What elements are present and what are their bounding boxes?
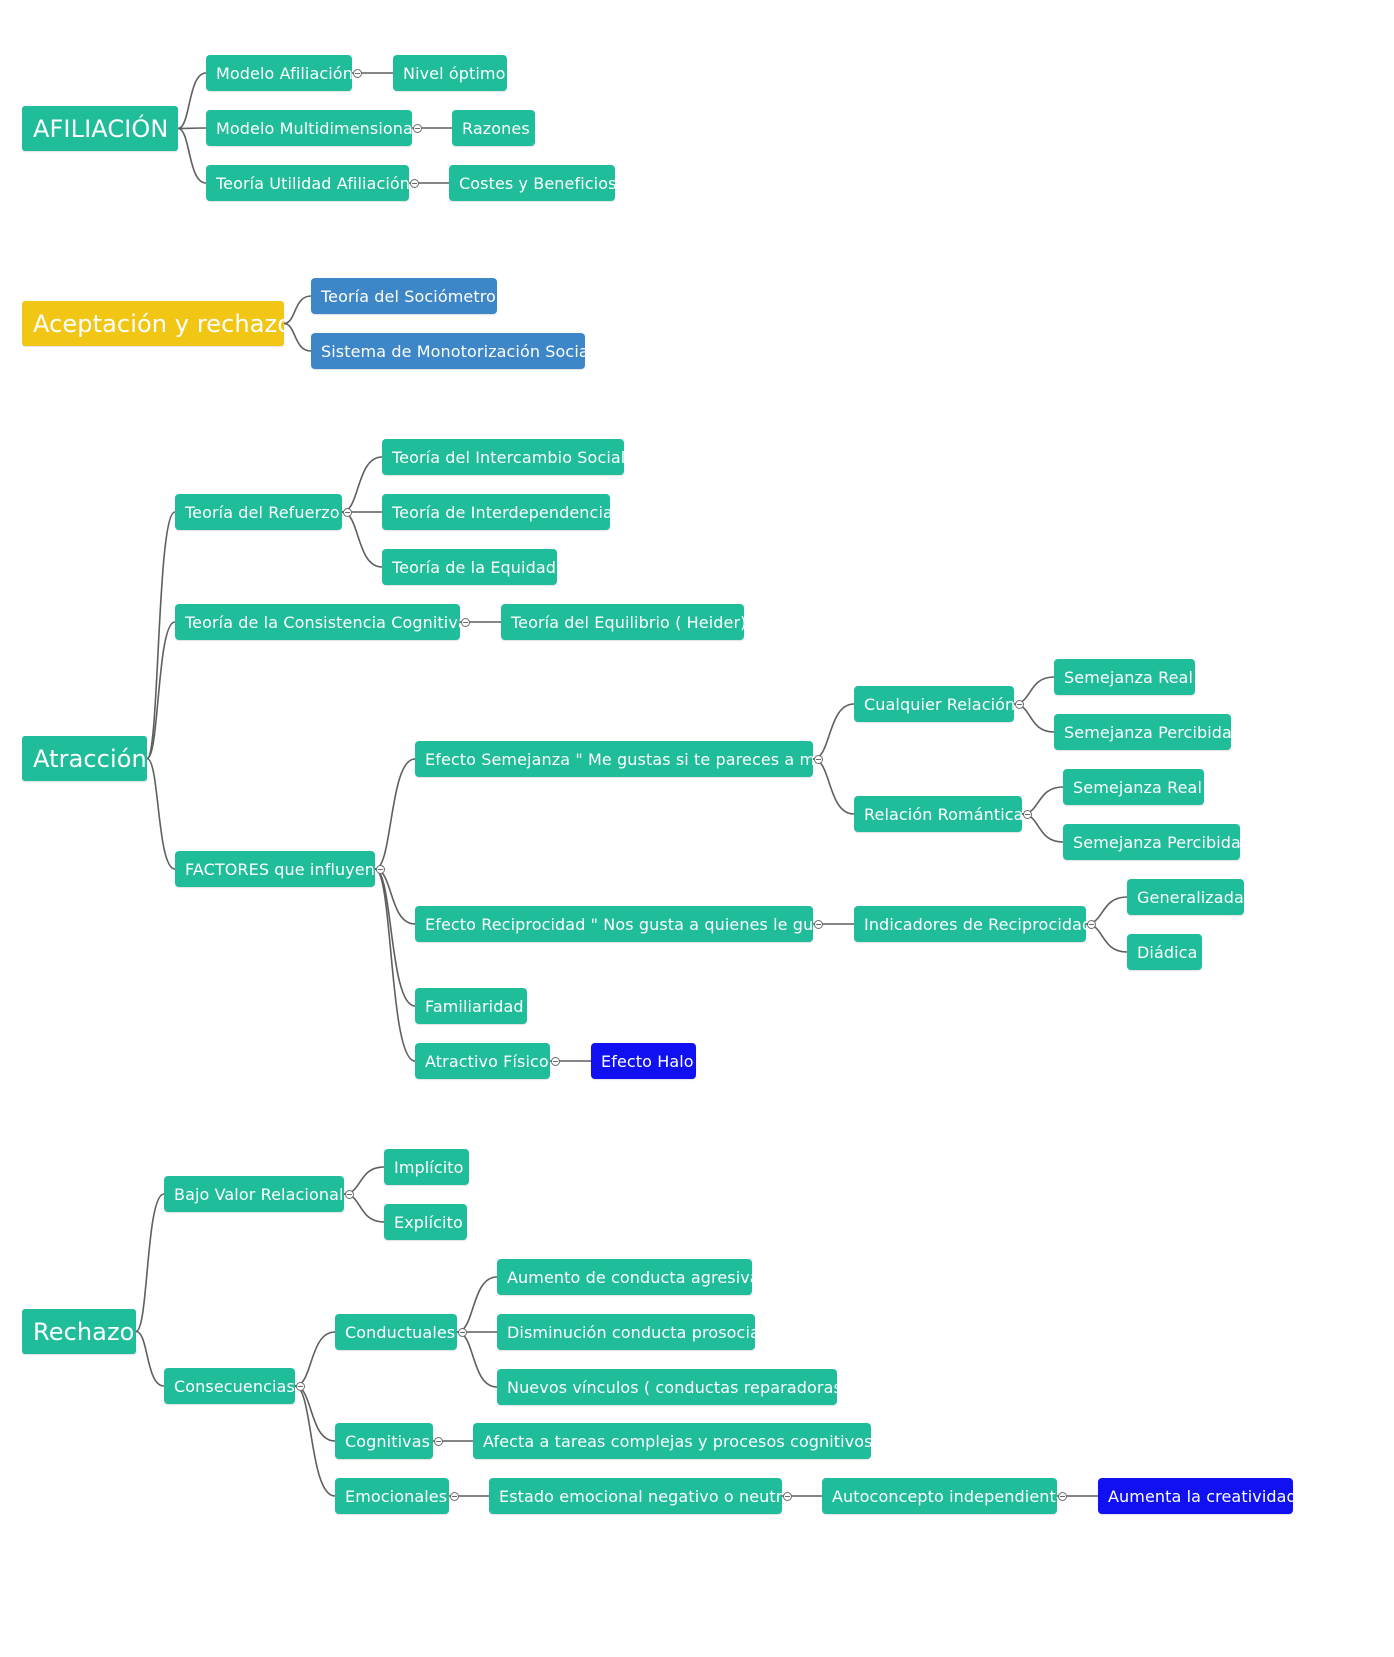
root-afiliacion[interactable]: AFILIACIÓN (22, 106, 178, 151)
root-aceptacion-rechazo[interactable]: Aceptación y rechazo (22, 301, 284, 346)
node-teoria-equilibrio-heider[interactable]: Teoría del Equilibrio ( Heider) (501, 604, 744, 640)
node-conductuales[interactable]: Conductuales (335, 1314, 457, 1350)
connector-line (374, 868, 416, 1007)
node-indicadores-reciprocidad[interactable]: Indicadores de Reciprocidad (854, 906, 1086, 942)
connector-line (283, 322, 312, 352)
node-consecuencias[interactable]: Consecuencias (164, 1368, 295, 1404)
node-teoria-interdependencia[interactable]: Teoría de Interdependencia (382, 494, 610, 530)
connector-line (341, 456, 383, 513)
node-teoria-intercambio-social[interactable]: Teoría del Intercambio Social (382, 439, 624, 475)
connector-line (177, 72, 207, 130)
collapse-toggle-icon[interactable] (458, 1327, 467, 1337)
connector-line (135, 1193, 165, 1333)
node-efecto-reciprocidad[interactable]: Efecto Reciprocidad " Nos gusta a quiene… (415, 906, 813, 942)
collapse-toggle-icon[interactable] (814, 919, 823, 929)
node-explicito[interactable]: Explícito (384, 1204, 467, 1240)
connector-line (294, 1331, 336, 1387)
connector-line (146, 757, 176, 870)
node-teoria-consistencia-cognitiva[interactable]: Teoría de la Consistencia Cognitiva (175, 604, 460, 640)
node-autoconcepto-independiente[interactable]: Autoconcepto independiente (822, 1478, 1057, 1514)
node-semejanza-percibida[interactable]: Semejanza Percibida (1054, 714, 1231, 750)
node-teoria-refuerzo[interactable]: Teoría del Refuerzo (175, 494, 342, 530)
root-rechazo[interactable]: Rechazo (22, 1309, 136, 1354)
collapse-toggle-icon[interactable] (353, 68, 362, 78)
collapse-toggle-icon[interactable] (434, 1436, 443, 1446)
collapse-toggle-icon[interactable] (345, 1189, 354, 1199)
node-atractivo-fisico[interactable]: Atractivo Físico (415, 1043, 550, 1079)
collapse-toggle-icon[interactable] (783, 1491, 792, 1501)
collapse-toggle-icon[interactable] (413, 123, 422, 133)
collapse-toggle-icon[interactable] (376, 864, 385, 874)
connector-line (812, 758, 855, 815)
node-estado-emocional[interactable]: Estado emocional negativo o neutro (489, 1478, 782, 1514)
connector-line (283, 295, 312, 325)
node-semejanza-real[interactable]: Semejanza Real (1063, 769, 1204, 805)
node-modelo-multidimensional[interactable]: Modelo Multidimensional (206, 110, 412, 146)
connector-line (177, 127, 207, 184)
connector-line (456, 1331, 498, 1388)
node-aumenta-creatividad[interactable]: Aumenta la creatividad (1098, 1478, 1293, 1514)
node-afecta-tareas-complejas[interactable]: Afecta a tareas complejas y procesos cog… (473, 1423, 871, 1459)
root-atraccion[interactable]: Atracción (22, 736, 147, 781)
node-relacion-romantica[interactable]: Relación Romántica (854, 796, 1022, 832)
collapse-toggle-icon[interactable] (461, 617, 470, 627)
connector-line (812, 703, 855, 760)
collapse-toggle-icon[interactable] (1058, 1491, 1067, 1501)
node-cualquier-relacion[interactable]: Cualquier Relación (854, 686, 1014, 722)
collapse-toggle-icon[interactable] (410, 178, 419, 188)
node-razones[interactable]: Razones (452, 110, 535, 146)
connector-line (294, 1385, 336, 1442)
collapse-toggle-icon[interactable] (296, 1381, 305, 1391)
collapse-toggle-icon[interactable] (343, 507, 352, 517)
node-diadica[interactable]: Diádica (1127, 934, 1202, 970)
node-familiaridad[interactable]: Familiaridad (415, 988, 527, 1024)
node-nivel-optimo[interactable]: Nivel óptimo (393, 55, 507, 91)
connector-line (146, 621, 176, 760)
collapse-toggle-icon[interactable] (1015, 699, 1024, 709)
connector-line (374, 758, 416, 870)
node-nuevos-vinculos[interactable]: Nuevos vínculos ( conductas reparadoras) (497, 1369, 837, 1405)
node-costes-beneficios[interactable]: Costes y Beneficios (449, 165, 615, 201)
collapse-toggle-icon[interactable] (1087, 919, 1096, 929)
node-factores-influyen[interactable]: FACTORES que influyen (175, 851, 375, 887)
connector-line (374, 868, 416, 1062)
node-teoria-equidad[interactable]: Teoría de la Equidad (382, 549, 557, 585)
node-cognitivas[interactable]: Cognitivas (335, 1423, 433, 1459)
node-emocionales[interactable]: Emocionales (335, 1478, 449, 1514)
node-semejanza-real[interactable]: Semejanza Real (1054, 659, 1195, 695)
node-semejanza-percibida[interactable]: Semejanza Percibida (1063, 824, 1240, 860)
node-bajo-valor-relacional[interactable]: Bajo Valor Relacional (164, 1176, 344, 1212)
node-modelo-afiliacion[interactable]: Modelo Afiliación (206, 55, 352, 91)
node-teoria-utilidad-afiliacion[interactable]: Teoría Utilidad Afiliación (206, 165, 409, 201)
node-aumento-conducta-agresiva[interactable]: Aumento de conducta agresiva (497, 1259, 752, 1295)
node-sistema-monotorizacion[interactable]: Sistema de Monotorización Social (311, 333, 585, 369)
node-efecto-halo[interactable]: Efecto Halo (591, 1043, 696, 1079)
collapse-toggle-icon[interactable] (450, 1491, 459, 1501)
node-efecto-semejanza[interactable]: Efecto Semejanza " Me gustas si te parec… (415, 741, 813, 777)
connector-line (146, 511, 176, 760)
node-teoria-sociometro[interactable]: Teoría del Sociómetro (311, 278, 497, 314)
connector-line (456, 1276, 498, 1333)
connector-line (341, 511, 383, 568)
connector-line (177, 127, 207, 130)
node-disminucion-conducta-prosocial[interactable]: Disminución conducta prosocial (497, 1314, 755, 1350)
collapse-toggle-icon[interactable] (551, 1056, 560, 1066)
collapse-toggle-icon[interactable] (1023, 809, 1032, 819)
connector-line (135, 1330, 165, 1387)
connector-line (374, 868, 416, 925)
node-implicito[interactable]: Implícito (384, 1149, 469, 1185)
connector-line (294, 1385, 336, 1497)
node-generalizada[interactable]: Generalizada (1127, 879, 1244, 915)
collapse-toggle-icon[interactable] (814, 754, 823, 764)
